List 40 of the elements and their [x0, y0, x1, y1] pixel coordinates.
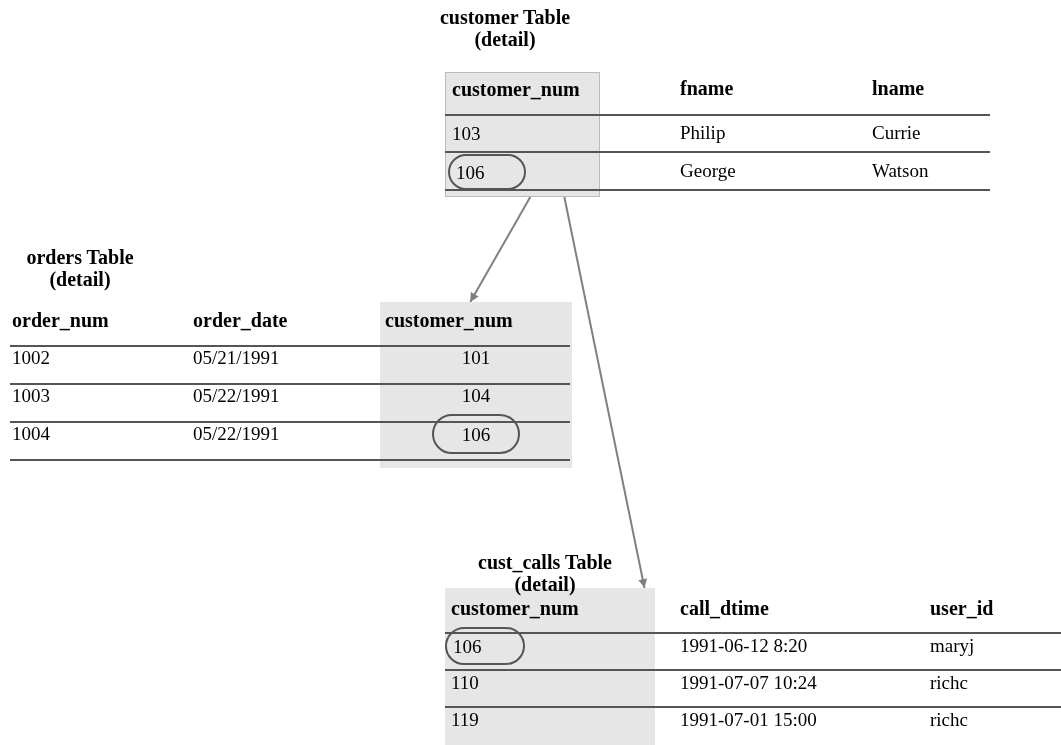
column-header: lname — [872, 78, 925, 98]
table-cell: 1003 — [12, 386, 50, 405]
table-cell: 110 — [451, 673, 479, 692]
column-header: user_id — [930, 598, 994, 618]
column-header: order_date — [193, 310, 288, 330]
column-header: call_dtime — [680, 598, 769, 618]
table-cell: Philip — [680, 123, 726, 142]
table-cell: 05/22/1991 — [193, 386, 280, 405]
table-cell: 1004 — [12, 424, 50, 443]
table-cell: 106 — [453, 636, 482, 656]
table-cell: 103 — [452, 124, 481, 143]
arrow — [563, 196, 648, 589]
key-column — [445, 72, 600, 197]
table-cell: Currie — [872, 123, 921, 142]
table-cell: richc — [930, 710, 968, 729]
table-cell: 119 — [451, 710, 479, 729]
table-cell-text: 104 — [460, 386, 492, 405]
table-cell: richc — [930, 673, 968, 692]
table-cell: George — [680, 161, 736, 180]
arrow — [469, 196, 532, 303]
column-header: order_num — [12, 310, 109, 330]
column-header: customer_num — [452, 79, 580, 99]
column-header: customer_num — [385, 310, 513, 330]
key-column — [380, 302, 572, 468]
table-cell: Watson — [872, 161, 929, 180]
column-header: customer_num — [451, 598, 579, 618]
table-title: customer Table (detail) — [438, 6, 572, 50]
table-title: orders Table (detail) — [25, 246, 135, 290]
table-cell: 106 — [456, 162, 485, 182]
table-cell: 1002 — [12, 348, 50, 367]
table-cell: maryj — [930, 636, 975, 655]
table-cell-text: 101 — [460, 348, 492, 367]
column-header: fname — [680, 78, 734, 98]
table-cell: 1991-07-01 15:00 — [680, 710, 817, 729]
table-cell: 1991-07-07 10:24 — [680, 673, 817, 692]
table-cell: 05/21/1991 — [193, 348, 280, 367]
table-cell: 05/22/1991 — [193, 424, 280, 443]
table-title: cust_calls Table (detail) — [477, 551, 613, 595]
table-cell: 1991-06-12 8:20 — [680, 636, 808, 655]
table-cell: 106 — [461, 424, 491, 444]
